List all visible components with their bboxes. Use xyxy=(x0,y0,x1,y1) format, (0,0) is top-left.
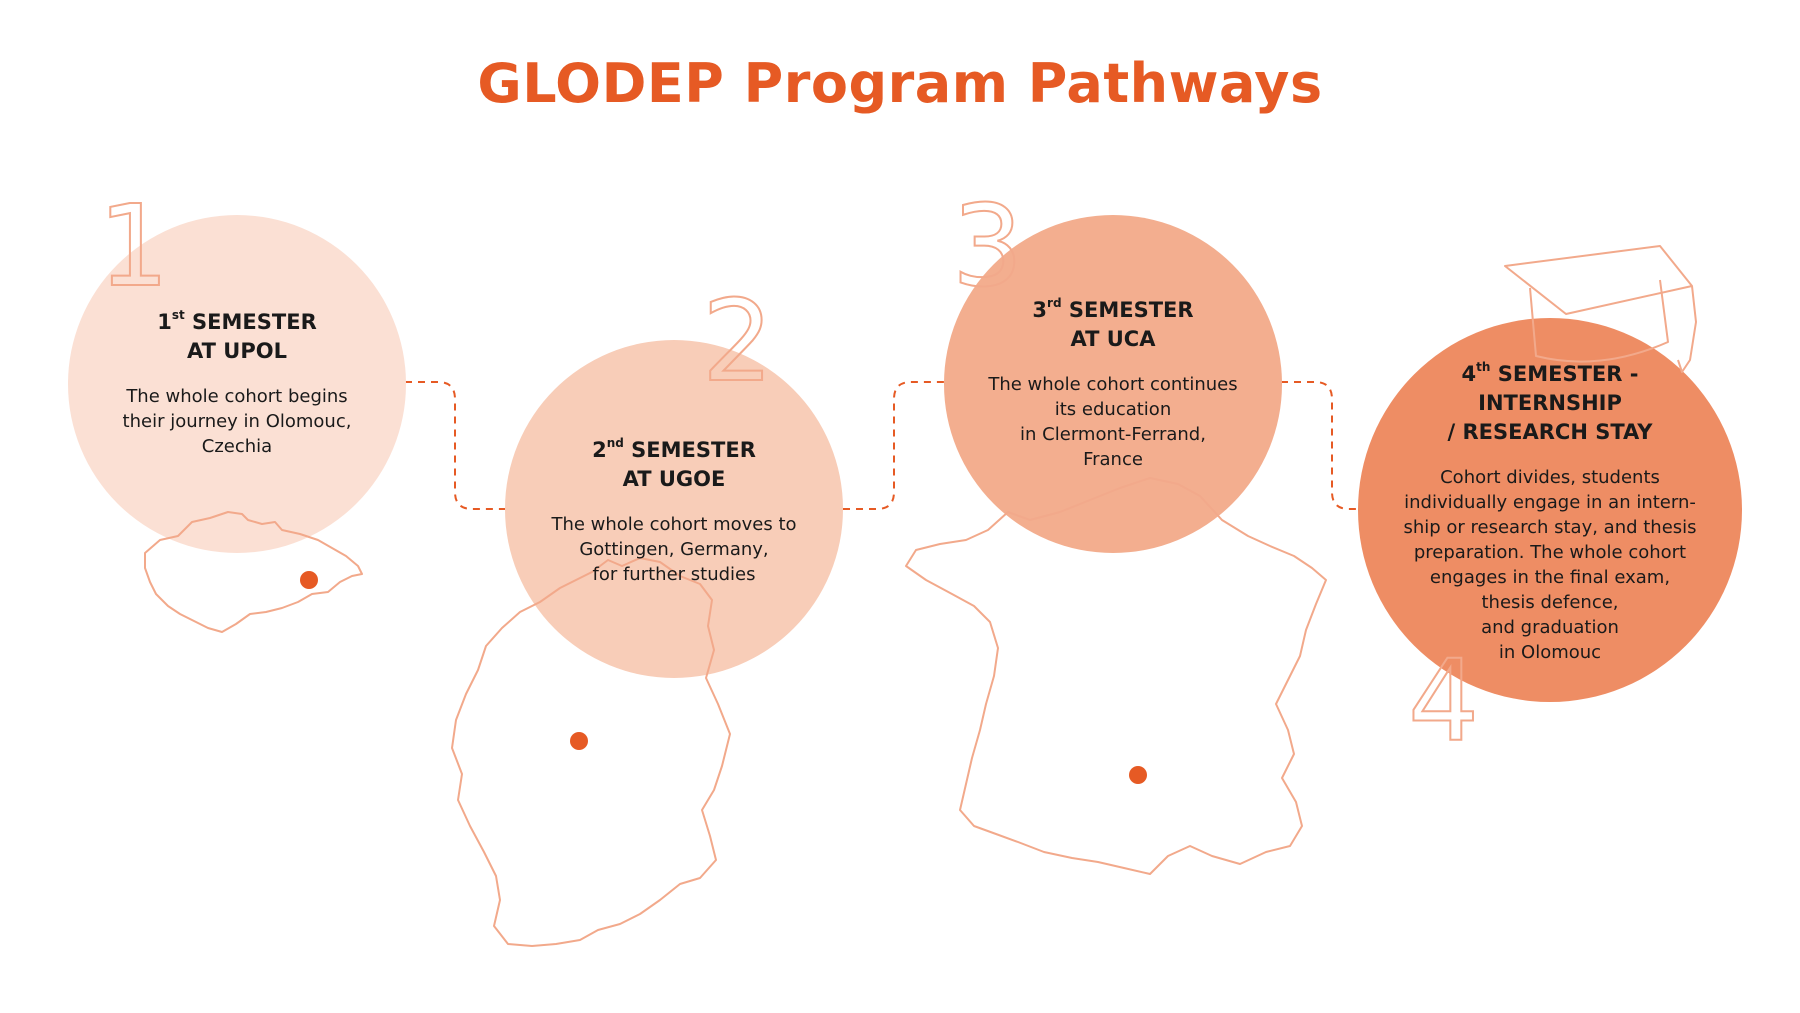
step-1-circle xyxy=(68,215,406,553)
page-title: GLODEP Program Pathways xyxy=(477,52,1323,115)
step-1-number: 1 xyxy=(98,182,169,312)
france-map xyxy=(905,477,1327,875)
czechia-map xyxy=(144,511,363,633)
olomouc-dot xyxy=(300,571,318,589)
graduation-cap-icon xyxy=(1504,245,1697,373)
step-4-text: 4th SEMESTER - INTERNSHIP / RESEARCH STA… xyxy=(1385,360,1715,665)
clermont-ferrand-dot xyxy=(1129,766,1147,784)
step-3-circle xyxy=(944,215,1282,553)
germany-map xyxy=(451,557,731,947)
step-3-text: 3rd SEMESTER AT UCA The whole cohort con… xyxy=(953,296,1273,472)
step-3-description: The whole cohort continues its education… xyxy=(988,374,1238,470)
gottingen-dot xyxy=(570,732,588,750)
step-1-heading: 1st SEMESTER AT UPOL xyxy=(157,308,317,363)
step-2-circle xyxy=(505,340,843,678)
connector-2-3 xyxy=(843,381,945,510)
step-2-heading: 2nd SEMESTER AT UGOE xyxy=(592,436,756,491)
step-2-text: 2nd SEMESTER AT UGOE The whole cohort mo… xyxy=(514,436,834,587)
step-2-description: The whole cohort moves to Gottingen, Ger… xyxy=(551,514,797,585)
step-4-circle xyxy=(1358,318,1742,702)
step-4-number: 4 xyxy=(1408,637,1479,767)
step-3-heading: 3rd SEMESTER AT UCA xyxy=(1032,296,1194,351)
connector-3-4 xyxy=(1281,381,1362,510)
step-2-number: 2 xyxy=(702,277,773,407)
connector-1-2 xyxy=(405,381,506,510)
step-1-text: 1st SEMESTER AT UPOL The whole cohort be… xyxy=(87,308,387,459)
step-4-heading: 4th SEMESTER - INTERNSHIP / RESEARCH STA… xyxy=(1447,360,1653,444)
connectors xyxy=(405,381,1362,510)
step-1-description: The whole cohort begins their journey in… xyxy=(122,386,352,457)
step-4-description: Cohort divides, students individually en… xyxy=(1403,467,1697,663)
step-3-number: 3 xyxy=(952,182,1023,312)
